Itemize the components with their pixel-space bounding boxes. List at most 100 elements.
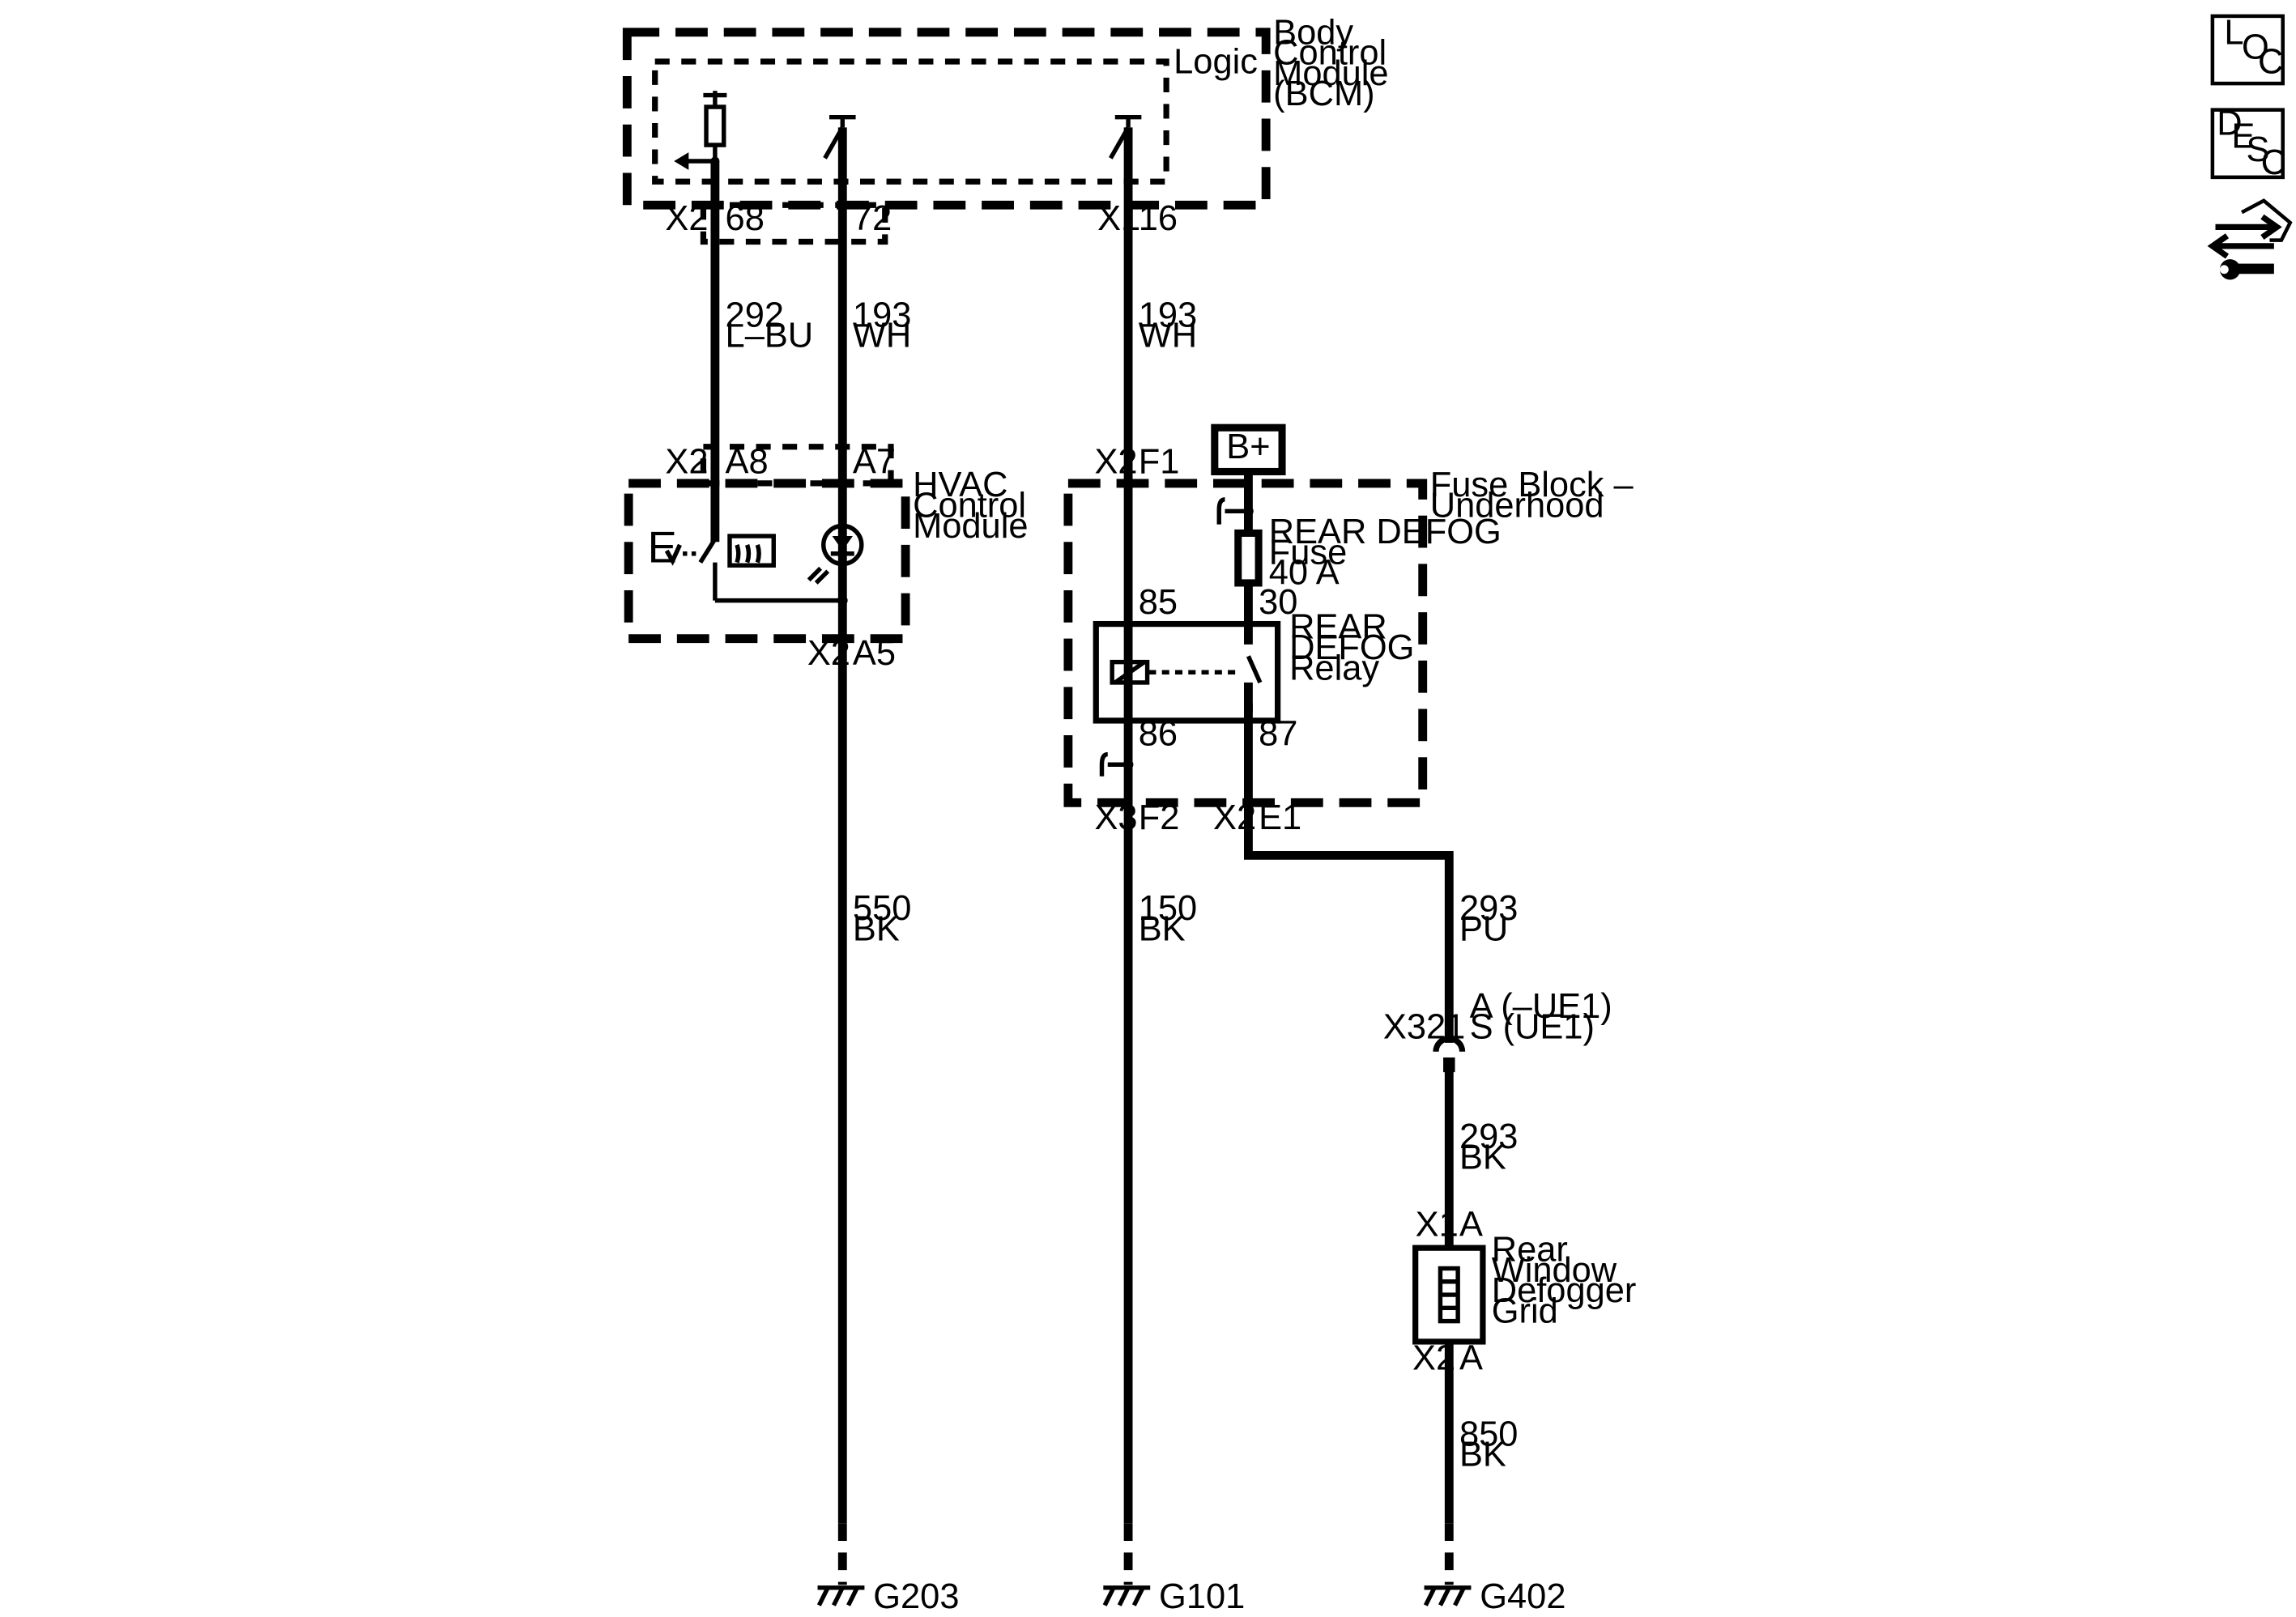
loc-letter-l: L: [2224, 13, 2243, 52]
fuse-name-line-2: Fuse: [1269, 533, 1348, 572]
wire-193b-number: 193: [1139, 296, 1197, 334]
desc-letter-e: E: [2231, 117, 2255, 156]
wire-550-number: 550: [853, 889, 911, 928]
grid-pin-a2: A: [1459, 1338, 1483, 1377]
rear-defog-relay-box: [1093, 620, 1281, 724]
grid-x1-label: X1: [1416, 1206, 1459, 1245]
bcm-outline: [622, 28, 1271, 210]
fb-pin-e1: E1: [1259, 798, 1301, 837]
inline-connector-x321: X321 A (–UE1) S (UE1): [1383, 987, 1612, 1053]
wire-550-color: BK: [853, 909, 900, 948]
relay-switch-icon: [1236, 644, 1263, 704]
rear-defog-fuse-icon: [1234, 529, 1263, 587]
ground-g203-label: G203: [873, 1577, 959, 1616]
fb-x2-top-label: X2: [1094, 442, 1137, 481]
hvac-name-line-1: HVAC: [913, 466, 1007, 504]
bcm-name: Body Control Module (BCM): [1273, 13, 1388, 113]
hvac-x2-bot-label: X2: [807, 634, 850, 673]
hvac-name-line-3: Module: [913, 507, 1028, 546]
bcm-logic-outline: [652, 58, 1169, 185]
bcm-connector-x2: [700, 202, 888, 245]
fuse-name-line-1: REAR DEFOG: [1269, 513, 1502, 551]
battery-b-plus-box: [1211, 423, 1286, 475]
ground-g402-label: G402: [1480, 1577, 1565, 1616]
ground-g402: G402: [1423, 1523, 1565, 1616]
relay-pin-30: 30: [1259, 583, 1297, 622]
relay-pin-87: 87: [1259, 715, 1297, 754]
bcm-pin-72: 72: [853, 199, 892, 238]
bcm-name-line-4: (BCM): [1273, 74, 1374, 113]
relay-name-line-3: Relay: [1289, 649, 1379, 687]
desc-letter-s: S: [2246, 130, 2269, 169]
wire-193a-color: WH: [853, 317, 911, 355]
ground-g101-label: G101: [1159, 1577, 1245, 1616]
wire-292-number: 292: [726, 296, 784, 334]
bcm-name-line-2: Control: [1273, 34, 1387, 73]
grid-name-line-2: Window: [1492, 1251, 1617, 1290]
wire-293pu-color: PU: [1459, 909, 1508, 948]
battery-b-plus-label: B+: [1226, 428, 1270, 466]
grid-name-line-1: Rear: [1492, 1230, 1568, 1269]
desc-letter-d: D: [2217, 104, 2242, 143]
wire-150-color: BK: [1139, 909, 1186, 948]
grid-name-line-3: Defogger: [1492, 1271, 1637, 1310]
fb-x3-label: X3: [1094, 798, 1137, 837]
hvac-outline: [624, 479, 910, 644]
hvac-x2-top-label: X2: [665, 442, 708, 481]
fb-pin-f2: F2: [1139, 798, 1180, 837]
wire-850-number: 850: [1459, 1415, 1518, 1453]
desc-button[interactable]: D E S C: [2210, 104, 2286, 182]
indicator-led-icon: [807, 523, 864, 585]
hvac-pin-a7: A7: [853, 442, 896, 481]
wire-193b-color: WH: [1139, 317, 1197, 355]
fuse-block-name-line-2: Underhood: [1430, 487, 1604, 526]
relay-coil-icon: [1110, 659, 1150, 685]
relay-name-line-2: DEFOG: [1289, 628, 1414, 667]
inline-x321-label: X321: [1383, 1007, 1465, 1046]
wire-150-number: 150: [1139, 889, 1197, 928]
wire-293pu-number: 293: [1459, 889, 1518, 928]
hvac-name-line-2: Control: [913, 487, 1026, 526]
bcm-logic-label: Logic: [1174, 42, 1258, 81]
bcm-name-line-3: Module: [1273, 54, 1388, 93]
loc-letter-o: O: [2242, 28, 2269, 66]
grid-pin-a1: A: [1459, 1206, 1483, 1245]
wire-193a-number: 193: [853, 296, 911, 334]
fb-pin-f1: F1: [1139, 442, 1180, 481]
relay-name-line-1: REAR: [1289, 608, 1387, 647]
inline-pin-s: S (UE1): [1470, 1007, 1595, 1046]
grid-x2-label: X2: [1412, 1338, 1455, 1377]
wire-293bk-color: BK: [1459, 1138, 1506, 1177]
bcm-x2-label: X2: [665, 199, 708, 238]
wire-850-color: BK: [1459, 1436, 1506, 1474]
bcm-module: Logic Body Control Module (BCM): [622, 13, 1389, 245]
loc-letter-c: C: [2258, 42, 2283, 81]
wire-293bk-number: 293: [1459, 1117, 1518, 1156]
hvac-defog-switch-icon: E: [648, 523, 848, 606]
bcm-output-driver-icon: [674, 91, 727, 170]
fuse-block-module: B+ X2 F1 Fuse Block – Underhood REAR DEF…: [1063, 423, 1634, 837]
ground-g203: G203: [816, 1523, 959, 1616]
desc-letter-c: C: [2261, 143, 2286, 182]
hvac-pin-a5: A5: [853, 634, 896, 673]
fb-ground-connection-icon: [1099, 751, 1109, 777]
relay-pin-85: 85: [1139, 583, 1178, 622]
hvac-pin-a8: A8: [726, 442, 769, 481]
hvac-module: X2 A8 A7 HVAC Control Module E X2 A5: [624, 442, 1029, 673]
bcm-x1-label: X1: [1097, 199, 1140, 238]
fb-bus-connection-icon: [1216, 497, 1225, 525]
inline-pin-a: A (–UE1): [1470, 987, 1612, 1026]
swap-wrench-icon[interactable]: [2207, 198, 2293, 280]
relay-pin-86: 86: [1139, 715, 1178, 754]
bcm-pin-68: 68: [726, 199, 765, 238]
fuse-block-name-line-1: Fuse Block –: [1430, 466, 1634, 504]
wire-292-color: L–BU: [726, 317, 814, 355]
ground-g101: G101: [1102, 1523, 1245, 1616]
bcm-name-line-1: Body: [1273, 13, 1353, 52]
loc-button[interactable]: L O C: [2210, 13, 2285, 86]
bcm-pin-16: 16: [1139, 199, 1178, 238]
fuse-name-line-3: 40 A: [1269, 554, 1340, 593]
grid-name-line-4: Grid: [1492, 1291, 1558, 1330]
defogger-grid: X1 A Rear Window Defogger Grid X2 A: [1412, 1206, 1637, 1377]
